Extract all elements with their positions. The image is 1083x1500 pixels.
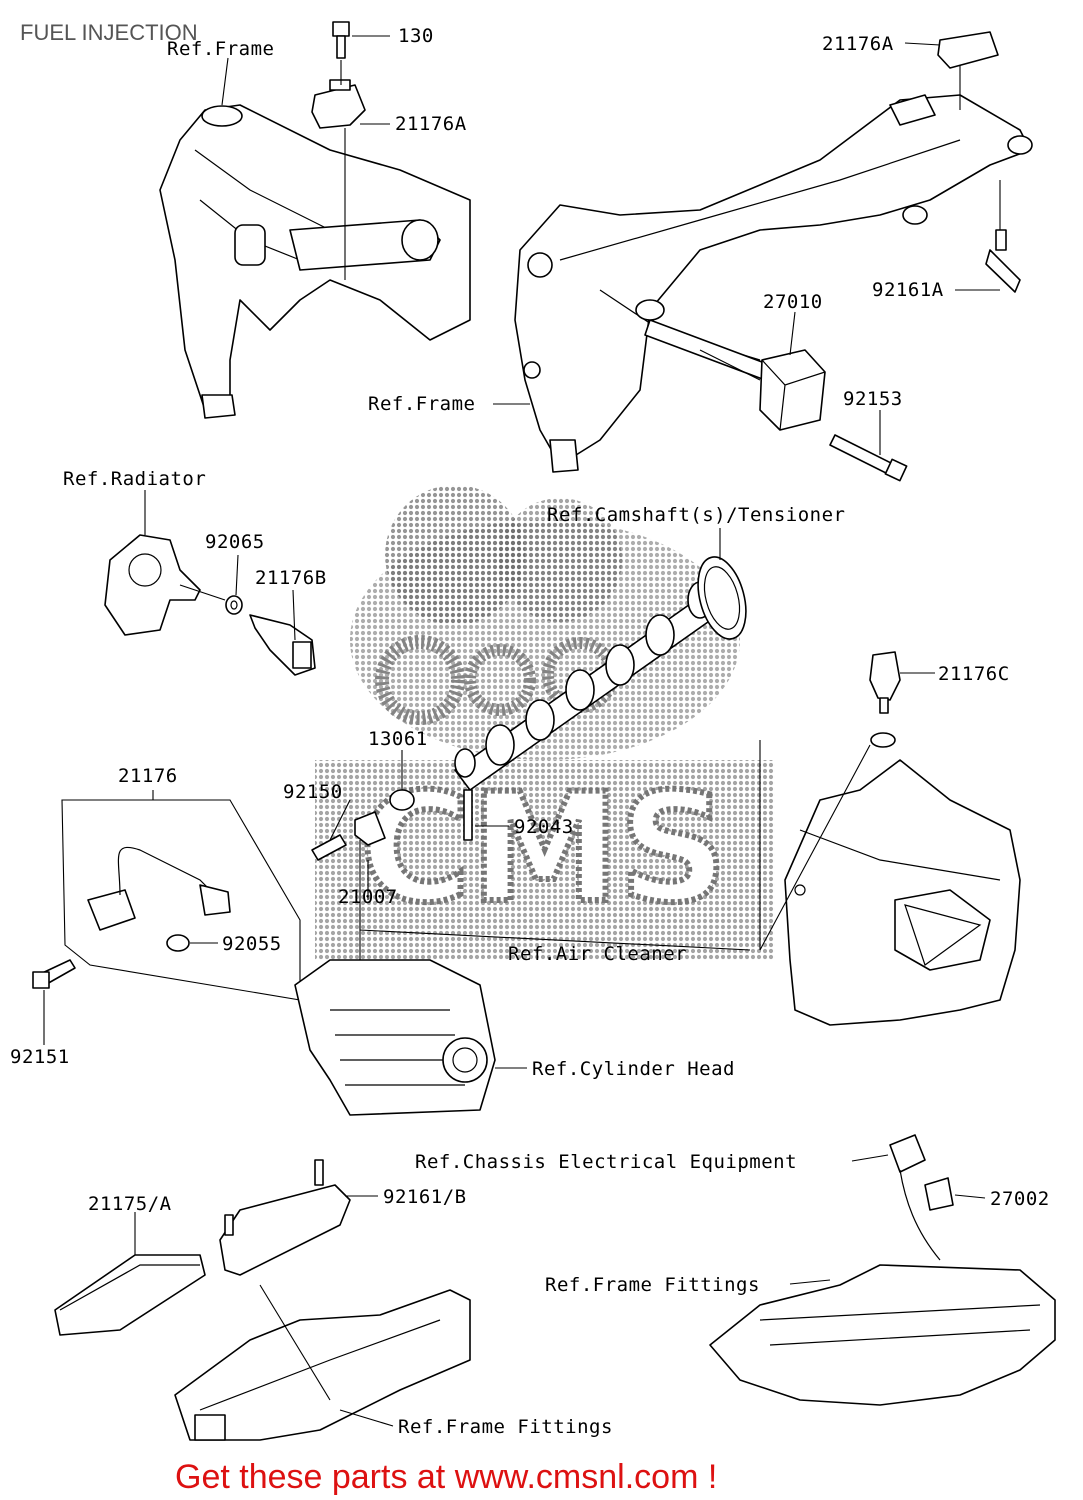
label-ref-cylinder-head: Ref.Cylinder Head bbox=[532, 1058, 735, 1080]
part-labels: Ref.Frame 130 21176A 21176A 92161A 27010… bbox=[10, 25, 1050, 1438]
leader-lines bbox=[43, 35, 1001, 1427]
bolt-92150 bbox=[311, 834, 347, 861]
sensor-21176A-left bbox=[311, 79, 366, 129]
label-92150: 92150 bbox=[283, 781, 343, 803]
frame-left-drawing bbox=[159, 104, 471, 419]
label-ref-air-cleaner: Ref.Air Cleaner bbox=[508, 943, 687, 965]
svg-text:CMS: CMS bbox=[360, 762, 727, 936]
camshaft bbox=[454, 556, 747, 791]
label-27002: 27002 bbox=[990, 1188, 1050, 1210]
sensor-21176B bbox=[249, 614, 316, 676]
label-ref-camshaft: Ref.Camshaft(s)/Tensioner bbox=[547, 504, 845, 526]
label-92151: 92151 bbox=[10, 1046, 70, 1068]
label-21176B: 21176B bbox=[255, 567, 327, 589]
ecu-21175A bbox=[54, 1254, 206, 1336]
grommet-air-cleaner bbox=[870, 732, 896, 748]
label-92055: 92055 bbox=[222, 933, 282, 955]
sensor-21176A-right bbox=[937, 31, 999, 69]
frame-fittings-right bbox=[709, 1169, 1056, 1406]
label-21175A: 21175/A bbox=[88, 1193, 172, 1215]
bolt-92153 bbox=[829, 434, 908, 482]
label-92161A: 92161A bbox=[872, 279, 944, 301]
relay-27002 bbox=[924, 1177, 954, 1211]
radiator-housing bbox=[104, 534, 201, 636]
bolt-92151 bbox=[32, 959, 76, 989]
label-21176A-left: 21176A bbox=[395, 113, 467, 135]
label-130: 130 bbox=[398, 25, 434, 47]
label-ref-chassis-electrical: Ref.Chassis Electrical Equipment bbox=[415, 1151, 797, 1173]
pin-92043 bbox=[463, 789, 473, 841]
frame-right-drawing bbox=[514, 94, 1033, 473]
label-ref-frame-fittings-bottom: Ref.Frame Fittings bbox=[398, 1416, 613, 1438]
rotor-21007 bbox=[354, 811, 386, 846]
label-21176: 21176 bbox=[118, 765, 178, 787]
label-ref-frame-fittings-right: Ref.Frame Fittings bbox=[545, 1274, 760, 1296]
label-13061: 13061 bbox=[368, 728, 428, 750]
bolt-130 bbox=[332, 21, 350, 59]
cms-watermark: CMS bbox=[315, 485, 775, 960]
relay-chassis-electrical bbox=[889, 1134, 926, 1173]
frame-fittings-bottom bbox=[174, 1289, 471, 1441]
label-21176C: 21176C bbox=[938, 663, 1010, 685]
part-27010 bbox=[759, 349, 826, 431]
washer-92065 bbox=[225, 595, 243, 615]
part-92161A bbox=[985, 229, 1021, 293]
sensor-21176C bbox=[869, 651, 901, 714]
part-13061 bbox=[389, 789, 415, 811]
cylinder-head bbox=[294, 959, 496, 1116]
label-21176A-right: 21176A bbox=[822, 33, 894, 55]
sensor-21176-assembly bbox=[61, 799, 301, 1001]
label-27010: 27010 bbox=[763, 291, 823, 313]
label-92043: 92043 bbox=[514, 816, 574, 838]
bracket-92161B bbox=[219, 1159, 351, 1276]
label-92153: 92153 bbox=[843, 388, 903, 410]
label-92065: 92065 bbox=[205, 531, 265, 553]
air-cleaner bbox=[784, 759, 1021, 1026]
label-ref-radiator: Ref.Radiator bbox=[63, 468, 206, 490]
footer-link[interactable]: Get these parts at www.cmsnl.com ! bbox=[175, 1458, 717, 1496]
label-ref-frame-mid: Ref.Frame bbox=[368, 393, 475, 415]
label-ref-frame-top: Ref.Frame bbox=[167, 38, 274, 60]
label-92161B: 92161/B bbox=[383, 1186, 467, 1208]
page-title: FUEL INJECTION bbox=[20, 20, 198, 45]
label-21007: 21007 bbox=[338, 886, 398, 908]
